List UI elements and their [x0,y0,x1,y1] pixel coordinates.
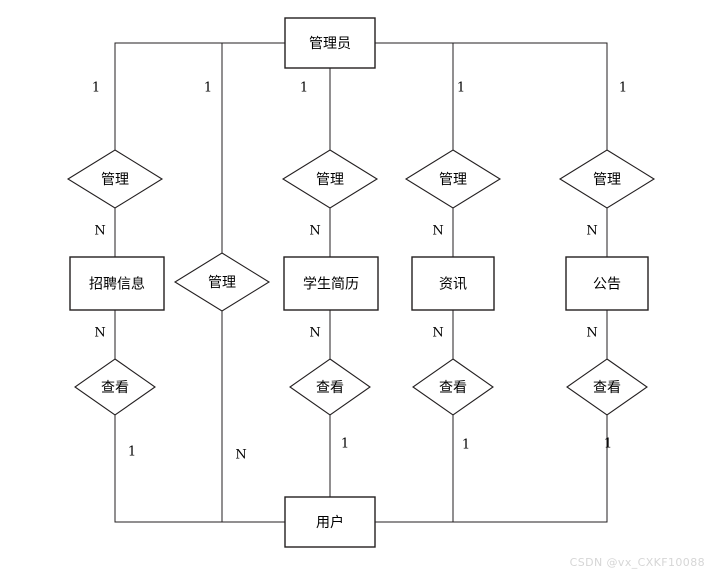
relationship-label: 查看 [101,380,129,396]
relationship-label: 查看 [593,380,621,396]
relationship-label: 查看 [439,380,467,396]
entity-recruit[interactable]: 招聘信息 [69,256,165,311]
relationship-manage-2[interactable]: 管理 [173,252,271,312]
relationship-view-5[interactable]: 查看 [566,358,648,416]
diamond-shape [66,149,164,209]
relationship-label: 管理 [208,275,236,291]
cardinality-label: 1 [462,438,470,453]
cardinality-label: 1 [128,445,136,460]
cardinality-label: 1 [92,81,100,96]
relationship-view-4[interactable]: 查看 [412,358,494,416]
cardinality-label: N [586,224,597,239]
connection-line [375,415,608,523]
relationship-view-3[interactable]: 查看 [289,358,371,416]
relationship-manage-4[interactable]: 管理 [404,149,502,209]
relationship-manage-3[interactable]: 管理 [281,149,379,209]
connection-line [114,42,285,150]
cardinality-label: N [432,224,443,239]
cardinality-label: 1 [204,81,212,96]
entity-label: 管理员 [309,36,351,52]
entity-box [283,256,379,311]
cardinality-label: 1 [300,81,308,96]
cardinality-label: N [94,326,105,341]
cardinality-label: 1 [604,437,612,452]
diamond-shape [281,149,379,209]
diamond-shape [558,149,656,209]
relationship-label: 管理 [593,172,621,188]
diamond-shape [74,358,156,416]
connection-line [114,415,285,523]
watermark-text: CSDN @vx_CXKF10088 [569,556,705,569]
cardinality-label: 1 [619,81,627,96]
entity-resume[interactable]: 学生简历 [283,256,379,311]
entity-news[interactable]: 资讯 [411,256,495,311]
relationship-label: 管理 [316,172,344,188]
entity-notice[interactable]: 公告 [565,256,649,311]
connections-layer [114,42,608,523]
cardinality-label: N [309,326,320,341]
cardinality-label: 1 [457,81,465,96]
relationship-manage-1[interactable]: 管理 [66,149,164,209]
entity-box [284,496,376,548]
entity-box [411,256,495,311]
entity-box [69,256,165,311]
relationship-label: 管理 [439,172,467,188]
entity-label: 用户 [316,514,344,531]
relationship-label: 查看 [316,380,344,396]
diamond-shape [289,358,371,416]
entity-label: 学生简历 [303,276,359,293]
relationships-layer: 管理管理管理管理管理查看查看查看查看 [66,149,656,416]
entity-label: 公告 [593,277,621,293]
entity-box [565,256,649,311]
relationship-label: 管理 [101,172,129,188]
entity-box [284,17,376,69]
cardinality-label: N [586,326,597,341]
cardinality-label: N [235,448,246,463]
connection-line [375,42,608,150]
diamond-shape [404,149,502,209]
connection-line [221,311,285,523]
entity-label: 招聘信息 [89,276,145,293]
entity-user[interactable]: 用户 [284,496,376,548]
cardinality-label: N [94,224,105,239]
cardinality-label: N [309,224,320,239]
entity-admin[interactable]: 管理员 [284,17,376,69]
relationship-manage-5[interactable]: 管理 [558,149,656,209]
relationship-view-1[interactable]: 查看 [74,358,156,416]
cardinality-label: N [432,326,443,341]
diamond-shape [173,252,271,312]
diamond-shape [412,358,494,416]
diamond-shape [566,358,648,416]
entity-label: 资讯 [439,277,467,293]
cardinality-label: 1 [341,437,349,452]
connection-line [375,415,454,523]
